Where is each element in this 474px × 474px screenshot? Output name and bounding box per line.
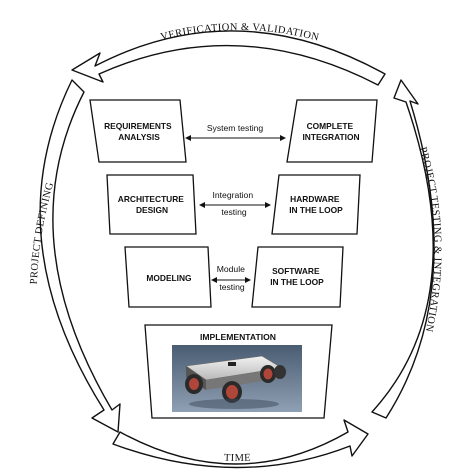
implementation-label: IMPLEMENTATION bbox=[200, 332, 276, 342]
svg-text:SOFTWARE IN THE LOOP: SOFTWARE IN THE LOOP bbox=[270, 266, 324, 287]
integration-line1: COMPLETE bbox=[307, 121, 354, 131]
box-hardware-in-the-loop: HARDWARE IN THE LOOP bbox=[271, 174, 361, 235]
integration-testing-line1: Integration bbox=[212, 190, 253, 200]
svg-text:HARDWARE IN THE LOOP: HARDWARE IN THE LOOP bbox=[289, 194, 343, 215]
sil-line1: SOFTWARE bbox=[272, 266, 320, 276]
left-arc-arrow bbox=[39, 79, 121, 433]
connector-system-testing: System testing bbox=[185, 123, 286, 141]
svg-text:ARCHITECTURE DESIGN: ARCHITECTURE DESIGN bbox=[118, 194, 186, 215]
svg-text:Integration testing: Integration testing bbox=[212, 190, 255, 217]
integration-testing-line2: testing bbox=[221, 207, 247, 217]
module-testing-line1: Module bbox=[217, 264, 245, 274]
robot-platform-image bbox=[172, 345, 302, 412]
box-architecture-design: ARCHITECTURE DESIGN bbox=[106, 174, 197, 235]
connector-integration-testing: Integration testing bbox=[199, 190, 271, 217]
svg-text:REQUIREMENTS ANALYSIS: REQUIREMENTS ANALYSIS bbox=[104, 121, 174, 142]
sil-line2: IN THE LOOP bbox=[270, 277, 324, 287]
cycle-arrows bbox=[39, 30, 435, 469]
box-requirements-analysis: REQUIREMENTS ANALYSIS bbox=[89, 99, 187, 163]
box-complete-integration: COMPLETE INTEGRATION bbox=[286, 99, 378, 163]
box-implementation: IMPLEMENTATION bbox=[144, 324, 333, 419]
bottom-arc-arrow bbox=[112, 419, 369, 469]
right-arc-arrow bbox=[371, 79, 435, 419]
requirements-line2: ANALYSIS bbox=[118, 132, 160, 142]
module-testing-line2: testing bbox=[219, 282, 245, 292]
box-modeling: MODELING bbox=[124, 246, 212, 308]
connector-module-testing: Module testing bbox=[211, 264, 251, 292]
integration-line2: INTEGRATION bbox=[302, 132, 359, 142]
modeling-label: MODELING bbox=[146, 273, 191, 283]
top-arc-arrow bbox=[71, 30, 386, 86]
label-project-testing-integration: PROJECT TESTING & INTEGRATION bbox=[417, 146, 443, 333]
box-software-in-the-loop: SOFTWARE IN THE LOOP bbox=[251, 246, 344, 308]
system-testing-label: System testing bbox=[207, 123, 264, 133]
hil-line1: HARDWARE bbox=[290, 194, 340, 204]
svg-text:COMPLETE INTEGRATION: COMPLETE INTEGRATION bbox=[302, 121, 359, 142]
requirements-line1: REQUIREMENTS bbox=[104, 121, 172, 131]
hil-line2: IN THE LOOP bbox=[289, 205, 343, 215]
architecture-line1: ARCHITECTURE bbox=[118, 194, 184, 204]
architecture-line2: DESIGN bbox=[136, 205, 168, 215]
label-time: TIME bbox=[224, 453, 252, 464]
svg-text:Module testing: Module testing bbox=[217, 264, 248, 292]
